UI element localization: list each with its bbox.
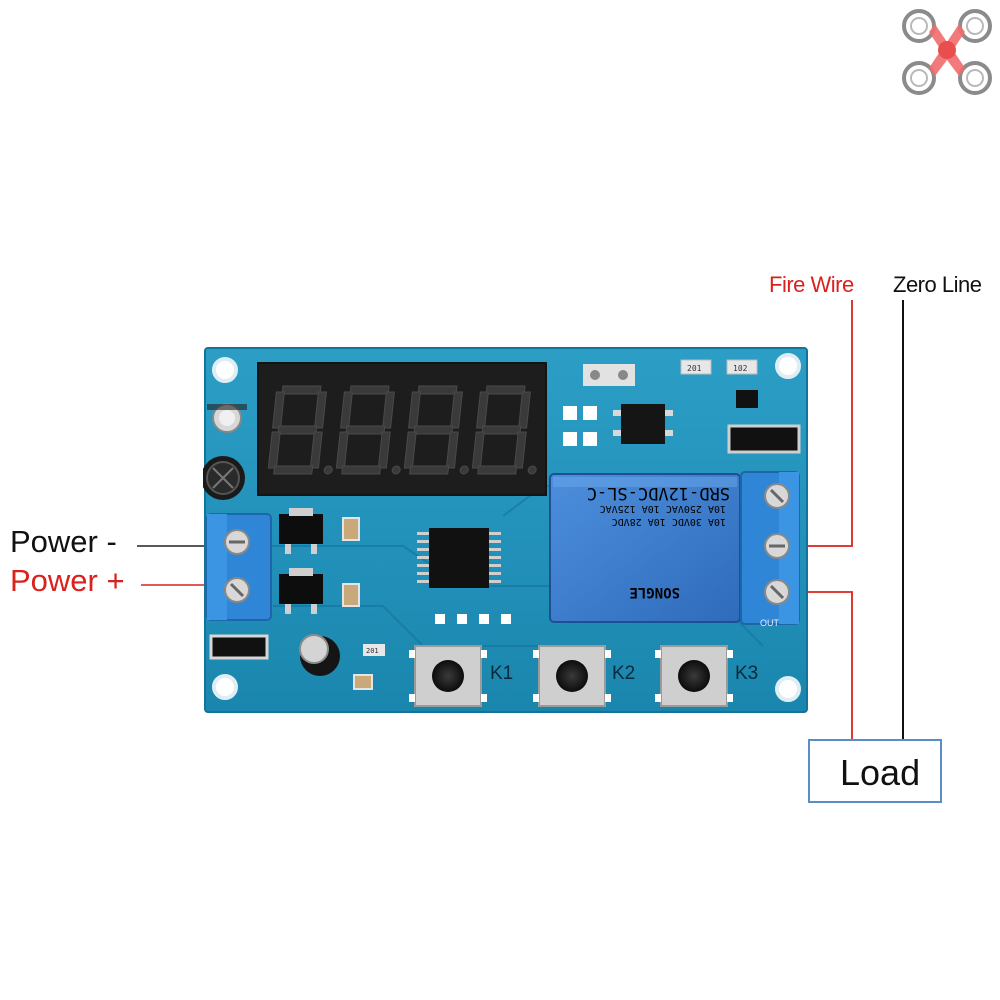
power-terminal-block: [206, 513, 272, 621]
diode: [209, 634, 269, 660]
button-k1-body: [409, 645, 487, 707]
out-label: OUT: [760, 618, 779, 628]
relay-markings: SRD-12VDC-SL-C 10A 250VAC 10A 125VAC 10A…: [587, 483, 730, 600]
smd-label-3: 201: [366, 647, 379, 655]
seven-segment-display: [257, 362, 547, 496]
relay-model: SRD-12VDC-SL-C: [587, 483, 730, 503]
relay-brand: SONGLE: [629, 584, 680, 600]
load-box: [808, 739, 942, 803]
load-label: Load: [840, 752, 921, 793]
drone-logo-icon: [902, 9, 992, 95]
microcontroller-chip: [417, 528, 501, 588]
fire-wire-label: Fire Wire: [769, 272, 854, 297]
smd-label-1: 201: [687, 364, 702, 373]
power-plus-label: Power +: [10, 563, 125, 598]
mounting-holes: [212, 353, 801, 702]
zero-line-label: Zero Line: [893, 272, 982, 297]
capacitor-large: [203, 456, 245, 500]
relay-rating-2: 10A 30VDC 10A 28VDC: [612, 516, 726, 527]
key-label-k2: K2: [612, 663, 636, 684]
relay: [549, 473, 741, 623]
load-terminal-block: [740, 471, 800, 625]
relay-module-board: 201 102 201: [203, 347, 808, 713]
key-label-k3: K3: [735, 663, 759, 684]
capacitor-small: [207, 403, 247, 433]
regulator-bottom: [279, 568, 323, 614]
relay-rating-1: 10A 250VAC 10A 125VAC: [600, 503, 726, 514]
key-label-k1: K1: [490, 663, 514, 684]
button-k3-body: [655, 645, 733, 707]
power-minus-label: Power -: [10, 524, 117, 559]
smd-label-2: 102: [733, 364, 748, 373]
optocoupler: [613, 404, 673, 444]
regulator-top: [279, 508, 323, 554]
button-k2-body: [533, 645, 611, 707]
capacitor-bottom: [299, 634, 340, 676]
